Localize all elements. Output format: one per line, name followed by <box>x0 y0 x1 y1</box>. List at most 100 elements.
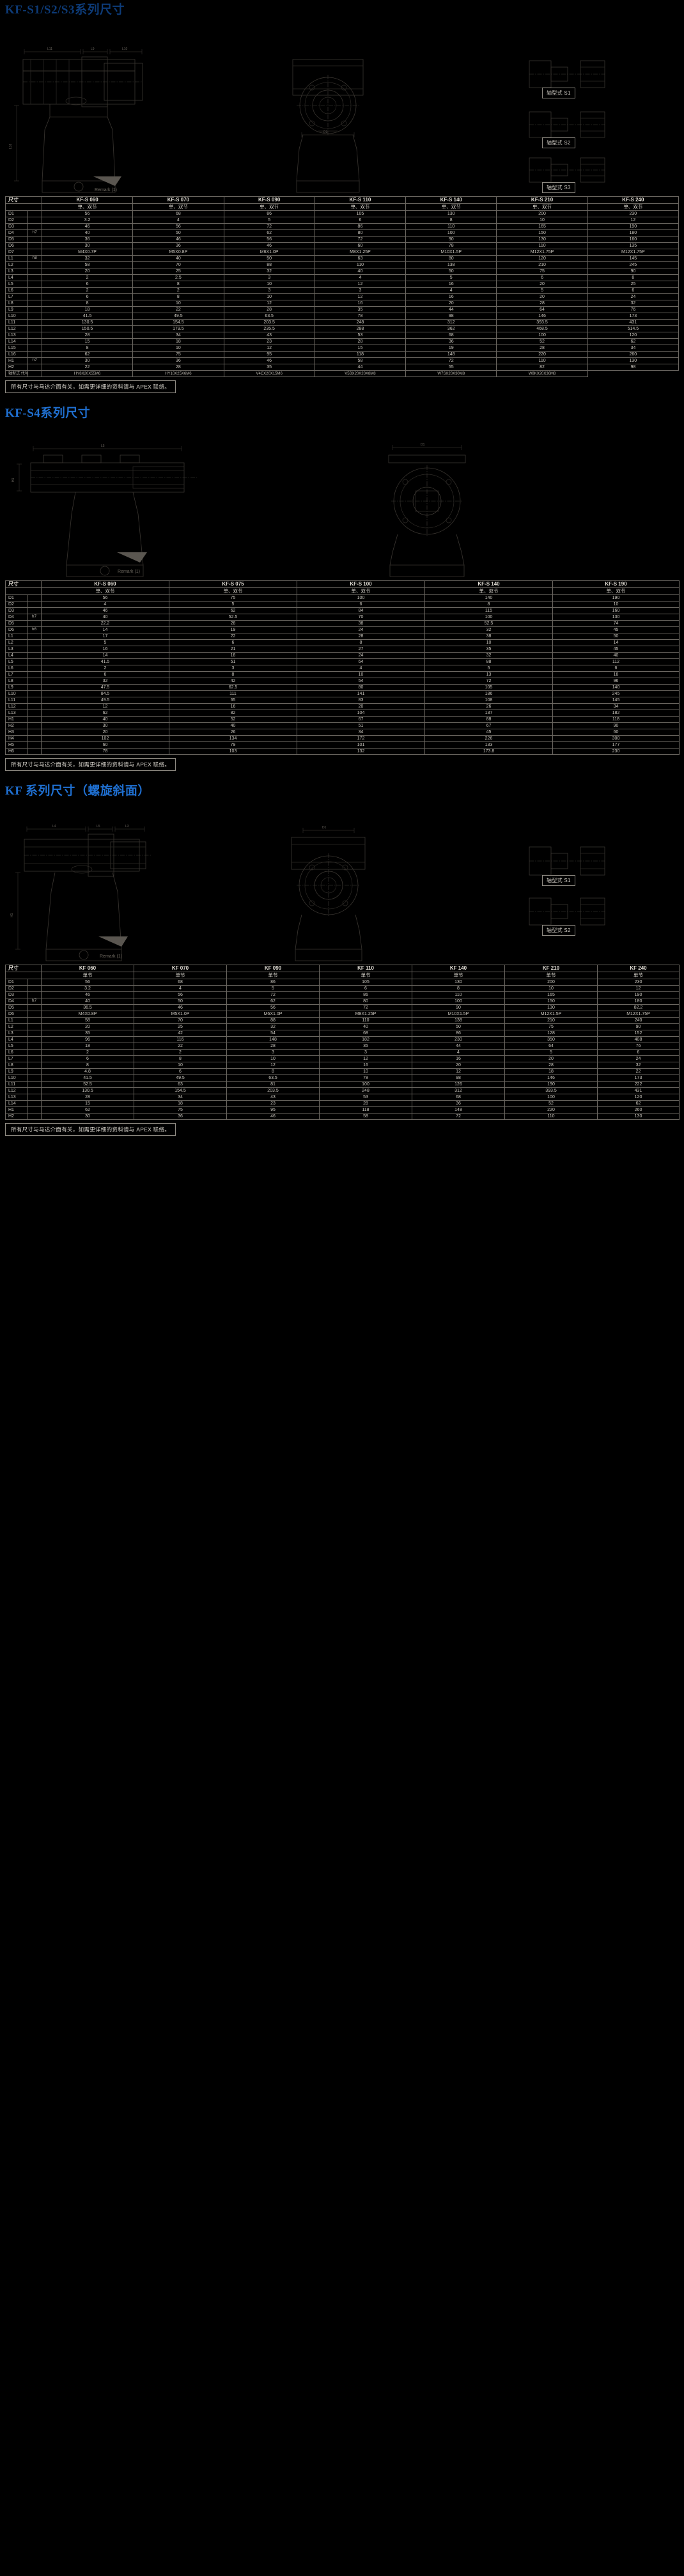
dimension-value: 18 <box>552 671 680 678</box>
footer-value: V5BX20X20X8M8 <box>314 370 407 377</box>
dimension-tolerance <box>27 646 42 653</box>
dimension-label: L3 <box>5 268 28 275</box>
dimension-value: 28 <box>496 345 588 352</box>
dimension-value: 22 <box>41 364 134 371</box>
dimension-value: 56 <box>132 223 224 230</box>
dimension-tolerance <box>27 242 42 249</box>
dimension-value: 132 <box>297 748 425 755</box>
footer-unit <box>27 370 42 377</box>
dimension-value: 203.5 <box>223 319 315 326</box>
footer-value: HY8X20X55M6 <box>41 370 134 377</box>
dimension-value: 20 <box>297 703 425 710</box>
dimension-value: 6 <box>552 665 680 672</box>
dimension-value: 32 <box>223 268 315 275</box>
dimension-value: 36 <box>134 1113 227 1120</box>
dimension-value: 62 <box>587 338 680 345</box>
dimension-value: 10 <box>552 601 680 608</box>
dimension-value: 10 <box>132 345 224 352</box>
note-s1s2s3: 所有尺寸与马达介面有关，如需更详细的资料请与 APEX 联络。 <box>5 380 176 393</box>
dimension-label: D2 <box>5 217 28 224</box>
dimension-label: D3 <box>5 991 27 998</box>
dimension-value: M6X1.0P <box>223 249 315 256</box>
dimension-value: 160 <box>587 236 680 243</box>
dimension-value: 35 <box>41 1030 134 1037</box>
dimension-label: H3 <box>5 729 27 736</box>
dimension-value: 362 <box>405 325 497 332</box>
dimension-value: 100 <box>405 229 497 237</box>
dimension-label: H2 <box>5 364 28 371</box>
dimension-value: 18 <box>504 1068 598 1075</box>
dimension-label: L2 <box>5 639 27 646</box>
dimension-value: 105 <box>314 210 407 217</box>
dimension-value: 41.5 <box>41 1075 134 1082</box>
dimension-value: 62.5 <box>169 684 297 691</box>
model-header: KF-S 060 <box>41 580 169 588</box>
dimension-value: 36.5 <box>41 1004 134 1011</box>
dimension-value: 10 <box>319 1068 412 1075</box>
dimension-label: D1 <box>5 979 27 986</box>
dimension-value: 28 <box>169 620 297 627</box>
model-header: KF-S 140 <box>405 196 497 204</box>
dimension-value: 2.5 <box>132 274 224 281</box>
dimension-value: 19 <box>405 345 497 352</box>
dimension-value: M12X1.75P <box>496 249 588 256</box>
dimension-value: 40 <box>169 722 297 729</box>
dimension-value: 108 <box>424 697 553 704</box>
dimension-value: 8 <box>41 1062 134 1069</box>
dimension-tolerance <box>27 364 42 371</box>
dimension-value: 8 <box>132 293 224 300</box>
dimension-label: L7 <box>5 293 28 300</box>
dimension-tolerance <box>27 1081 42 1088</box>
dimension-value: 49.5 <box>41 697 169 704</box>
dimension-value: 235.5 <box>223 325 315 332</box>
dimension-label: L6 <box>5 1049 27 1056</box>
dimension-value: 173.8 <box>424 748 553 755</box>
sub-header: 单、双节 <box>132 203 224 211</box>
callout-shaft-type-s2: 轴型式 S2 <box>542 137 575 148</box>
dimension-value: 62 <box>597 1100 680 1107</box>
dimension-value: 46 <box>134 1004 227 1011</box>
dimension-value: 36 <box>132 242 224 249</box>
dimension-value: 28 <box>319 1100 412 1107</box>
dimension-value: 28 <box>297 633 425 640</box>
dimension-value: 130 <box>412 979 505 986</box>
dimension-value: 14 <box>41 652 169 659</box>
dimension-value: 8 <box>134 1055 227 1062</box>
dimension-tolerance <box>27 633 42 640</box>
dimension-value: 186 <box>424 690 553 697</box>
sub-header: 单、双节 <box>169 587 297 595</box>
dimension-value: 6 <box>297 601 425 608</box>
dimension-value: 312 <box>405 319 497 326</box>
dimension-value: 6 <box>314 217 407 224</box>
dimension-value: 82 <box>496 364 588 371</box>
dimension-value: 32 <box>424 652 553 659</box>
sub-header: 单、双节 <box>424 587 553 595</box>
dimension-value: 72 <box>226 991 320 998</box>
sub-header: 单、双节 <box>552 587 680 595</box>
dimension-value: 32 <box>41 678 169 685</box>
dimension-value: 240 <box>597 1017 680 1024</box>
dimension-value: 32 <box>226 1023 320 1030</box>
dimension-value: 40 <box>552 652 680 659</box>
dimension-value: 45 <box>552 646 680 653</box>
dimension-value: 100 <box>319 1081 412 1088</box>
dimension-label: D4 <box>5 229 28 237</box>
dimension-label: L10 <box>5 313 28 320</box>
dimension-tolerance <box>27 735 42 742</box>
dimension-value: 74 <box>552 620 680 627</box>
dimension-value: 190 <box>552 594 680 601</box>
dimension-value: 88 <box>424 658 553 665</box>
dimension-value: 2 <box>41 1049 134 1056</box>
